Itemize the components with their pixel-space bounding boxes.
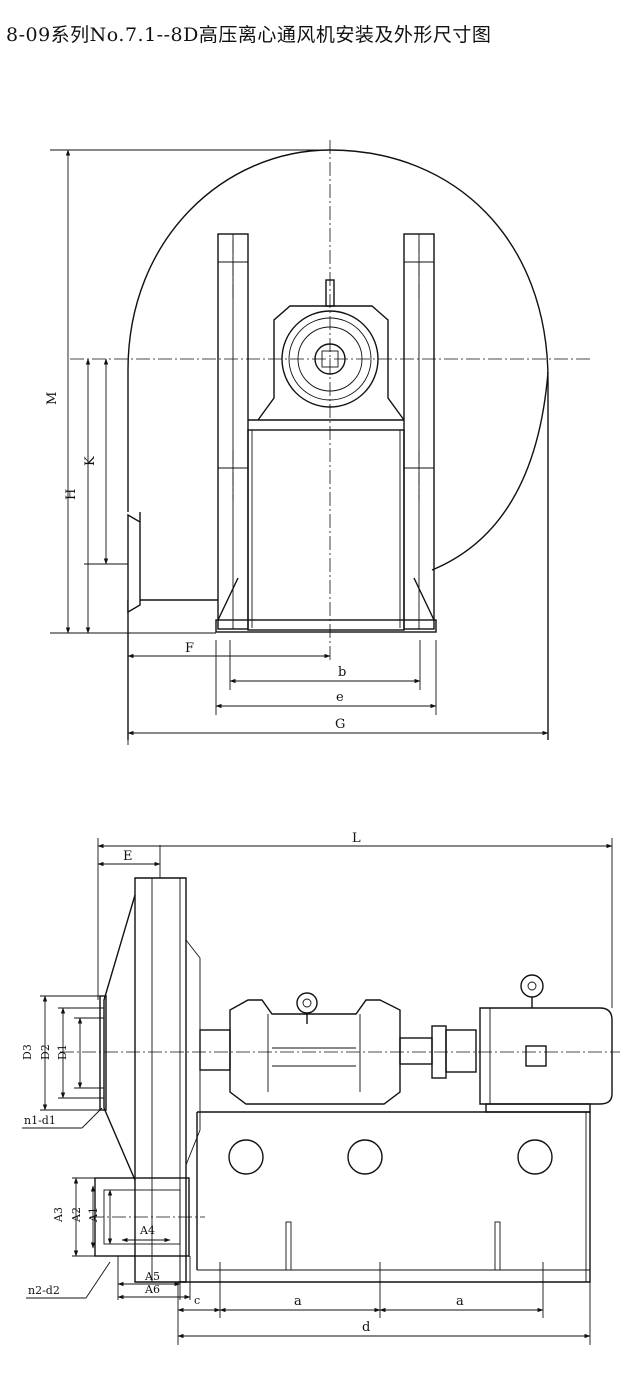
shaft-to-coupling <box>399 1037 433 1065</box>
dim-F-label: F <box>185 641 194 656</box>
motor-feet <box>485 1103 591 1113</box>
frame-hole-1 <box>228 1139 264 1175</box>
dim-K-label: K <box>83 456 98 466</box>
dim-E-label: E <box>123 849 133 864</box>
bearing-pedestal <box>247 429 405 631</box>
dim-A1-label: A1 <box>87 1207 100 1223</box>
inlet-flange-side <box>99 995 107 1111</box>
inlet-flange <box>127 513 141 614</box>
dim-M-label: M <box>45 392 60 405</box>
frame-hole-3 <box>517 1139 553 1175</box>
motor-terminal-box <box>525 1045 547 1067</box>
dim-H-label: H <box>64 489 79 500</box>
dim-a2-label: a <box>456 1294 464 1309</box>
front-view: M H K F b e G <box>45 140 590 745</box>
dim-D3-label: D3 <box>21 1044 34 1060</box>
dim-d-label: d <box>362 1320 370 1335</box>
base-frame <box>178 1111 591 1283</box>
dim-G-label: G <box>335 717 345 732</box>
inlet-cone-side <box>103 894 136 1181</box>
dim-e-label: e <box>336 690 344 705</box>
shaft <box>199 1029 231 1071</box>
dim-A3-label: A3 <box>52 1207 65 1223</box>
fan-casing-side <box>134 877 187 1283</box>
dim-a1-label: a <box>294 1294 302 1309</box>
bearing-block-side <box>229 999 401 1105</box>
dim-A4-label: A4 <box>139 1224 155 1237</box>
casing-outlet-curve <box>431 371 549 571</box>
base-plate <box>215 619 437 633</box>
dim-A6-label: A6 <box>144 1283 160 1296</box>
dim-A5-label: A5 <box>144 1270 160 1283</box>
dim-n2d2-label: n2-d2 <box>28 1284 60 1297</box>
side-view: L E D3 D2 D1 n1-d1 A3 A2 A1 A4 A5 <box>21 831 620 1345</box>
dim-D1-label: D1 <box>56 1044 69 1060</box>
dim-c-label: c <box>194 1294 200 1307</box>
motor <box>479 1007 613 1105</box>
frame-hole-2 <box>347 1139 383 1175</box>
bearing-housing <box>257 305 405 421</box>
lifting-eye-bearing <box>296 992 318 1014</box>
dim-b-label: b <box>338 665 346 680</box>
dim-n1d1-label: n1-d1 <box>24 1114 56 1127</box>
dim-D2-label: D2 <box>39 1044 52 1060</box>
lifting-eye-motor <box>520 974 544 998</box>
drawing-title: 8-09系列No.7.1--8D高压离心通风机安装及外形尺寸图 <box>6 24 492 46</box>
dim-L-label: L <box>352 831 361 846</box>
dim-A2-label: A2 <box>70 1207 83 1223</box>
